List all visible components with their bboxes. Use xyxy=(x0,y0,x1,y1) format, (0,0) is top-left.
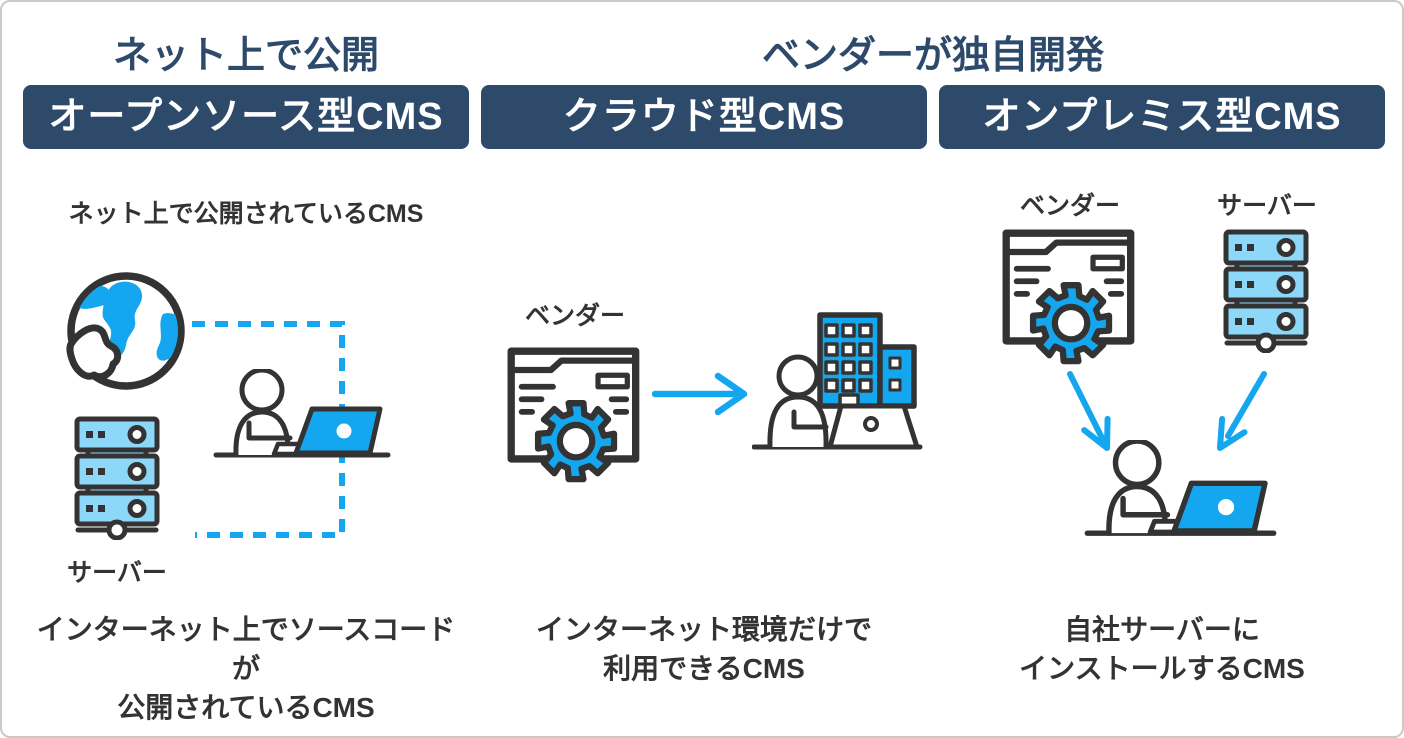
description-line: 利用できるCMS xyxy=(603,653,805,684)
vendor-label: ベンダー xyxy=(524,302,625,330)
vendor-browser-gear-icon xyxy=(1002,229,1135,365)
arrow-right-icon xyxy=(652,372,748,416)
person-building-laptop-icon xyxy=(752,312,923,450)
server-icon xyxy=(1223,229,1309,353)
vendor-label: ベンダー xyxy=(1019,192,1120,220)
header-cloud-cms: クラウド型CMS xyxy=(481,85,927,149)
open-source-description: インターネット上でソースコードが 公開されているCMS xyxy=(23,610,469,727)
open-source-caption: ネット上で公開されているCMS xyxy=(68,200,424,228)
arrow-down-right-icon xyxy=(1067,371,1111,451)
cloud-description: インターネット環境だけで 利用できるCMS xyxy=(481,610,927,688)
globe-icon xyxy=(66,272,185,390)
arrow-down-left-icon xyxy=(1217,371,1267,451)
description-line: インターネット環境だけで xyxy=(535,614,872,645)
group-title-vendor-developed: ベンダーが独自開発 xyxy=(761,35,1104,77)
description-line: 自社サーバーに xyxy=(1064,614,1260,645)
person-laptop-icon xyxy=(213,369,391,458)
description-line: インターネット上でソースコードが xyxy=(36,614,456,684)
header-open-source-cms: オープンソース型CMS xyxy=(23,85,469,149)
on-premise-description: 自社サーバーに インストールするCMS xyxy=(939,610,1385,688)
server-icon xyxy=(74,416,160,540)
vendor-browser-gear-icon xyxy=(507,347,640,483)
person-laptop-icon xyxy=(1084,440,1277,536)
server-label: サーバー xyxy=(67,559,167,587)
description-line: 公開されているCMS xyxy=(117,692,375,723)
server-label: サーバー xyxy=(1217,192,1317,220)
description-line: インストールするCMS xyxy=(1019,653,1305,684)
arrow-down-icons xyxy=(1067,371,1267,451)
group-title-open-source: ネット上で公開 xyxy=(112,35,379,77)
header-on-premise-cms: オンプレミス型CMS xyxy=(939,85,1385,149)
